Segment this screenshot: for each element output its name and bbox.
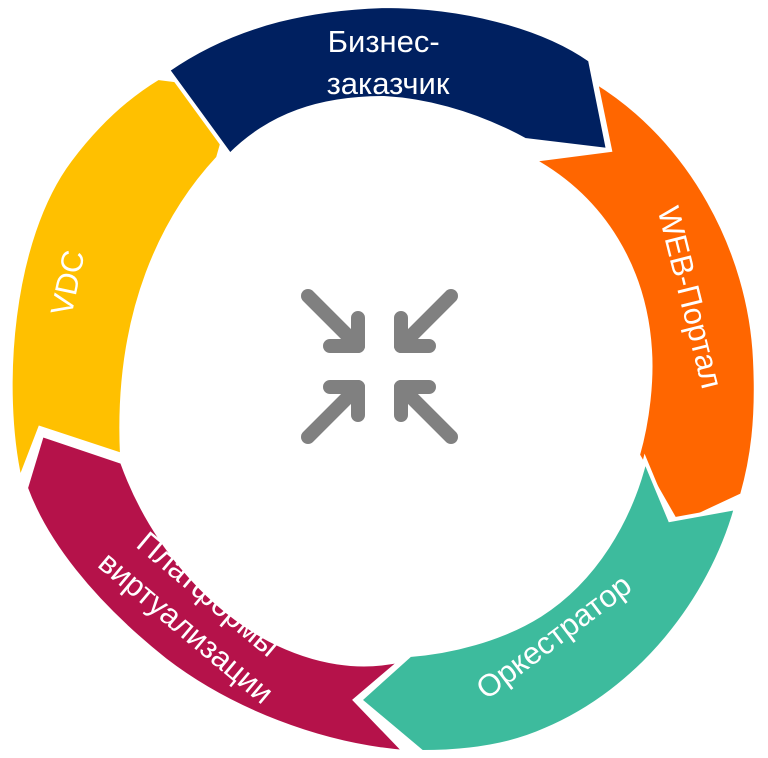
segment-business-label: Бизнес- заказчик — [327, 24, 450, 101]
segment-web-shape — [526, 77, 758, 528]
segment-vdc[interactable]: VDC — [8, 75, 241, 487]
segment-business-shape — [165, 3, 611, 159]
compress-arrows-icon — [301, 289, 458, 444]
segment-orch-shape — [356, 453, 739, 755]
segment-web[interactable]: WEB-Портал — [526, 77, 758, 528]
segment-business[interactable]: Бизнес- заказчик — [165, 3, 611, 159]
segment-platforms[interactable]: Платформы виртуализации — [23, 432, 411, 755]
segment-platforms-shape — [23, 432, 411, 755]
segment-vdc-shape — [8, 75, 241, 487]
